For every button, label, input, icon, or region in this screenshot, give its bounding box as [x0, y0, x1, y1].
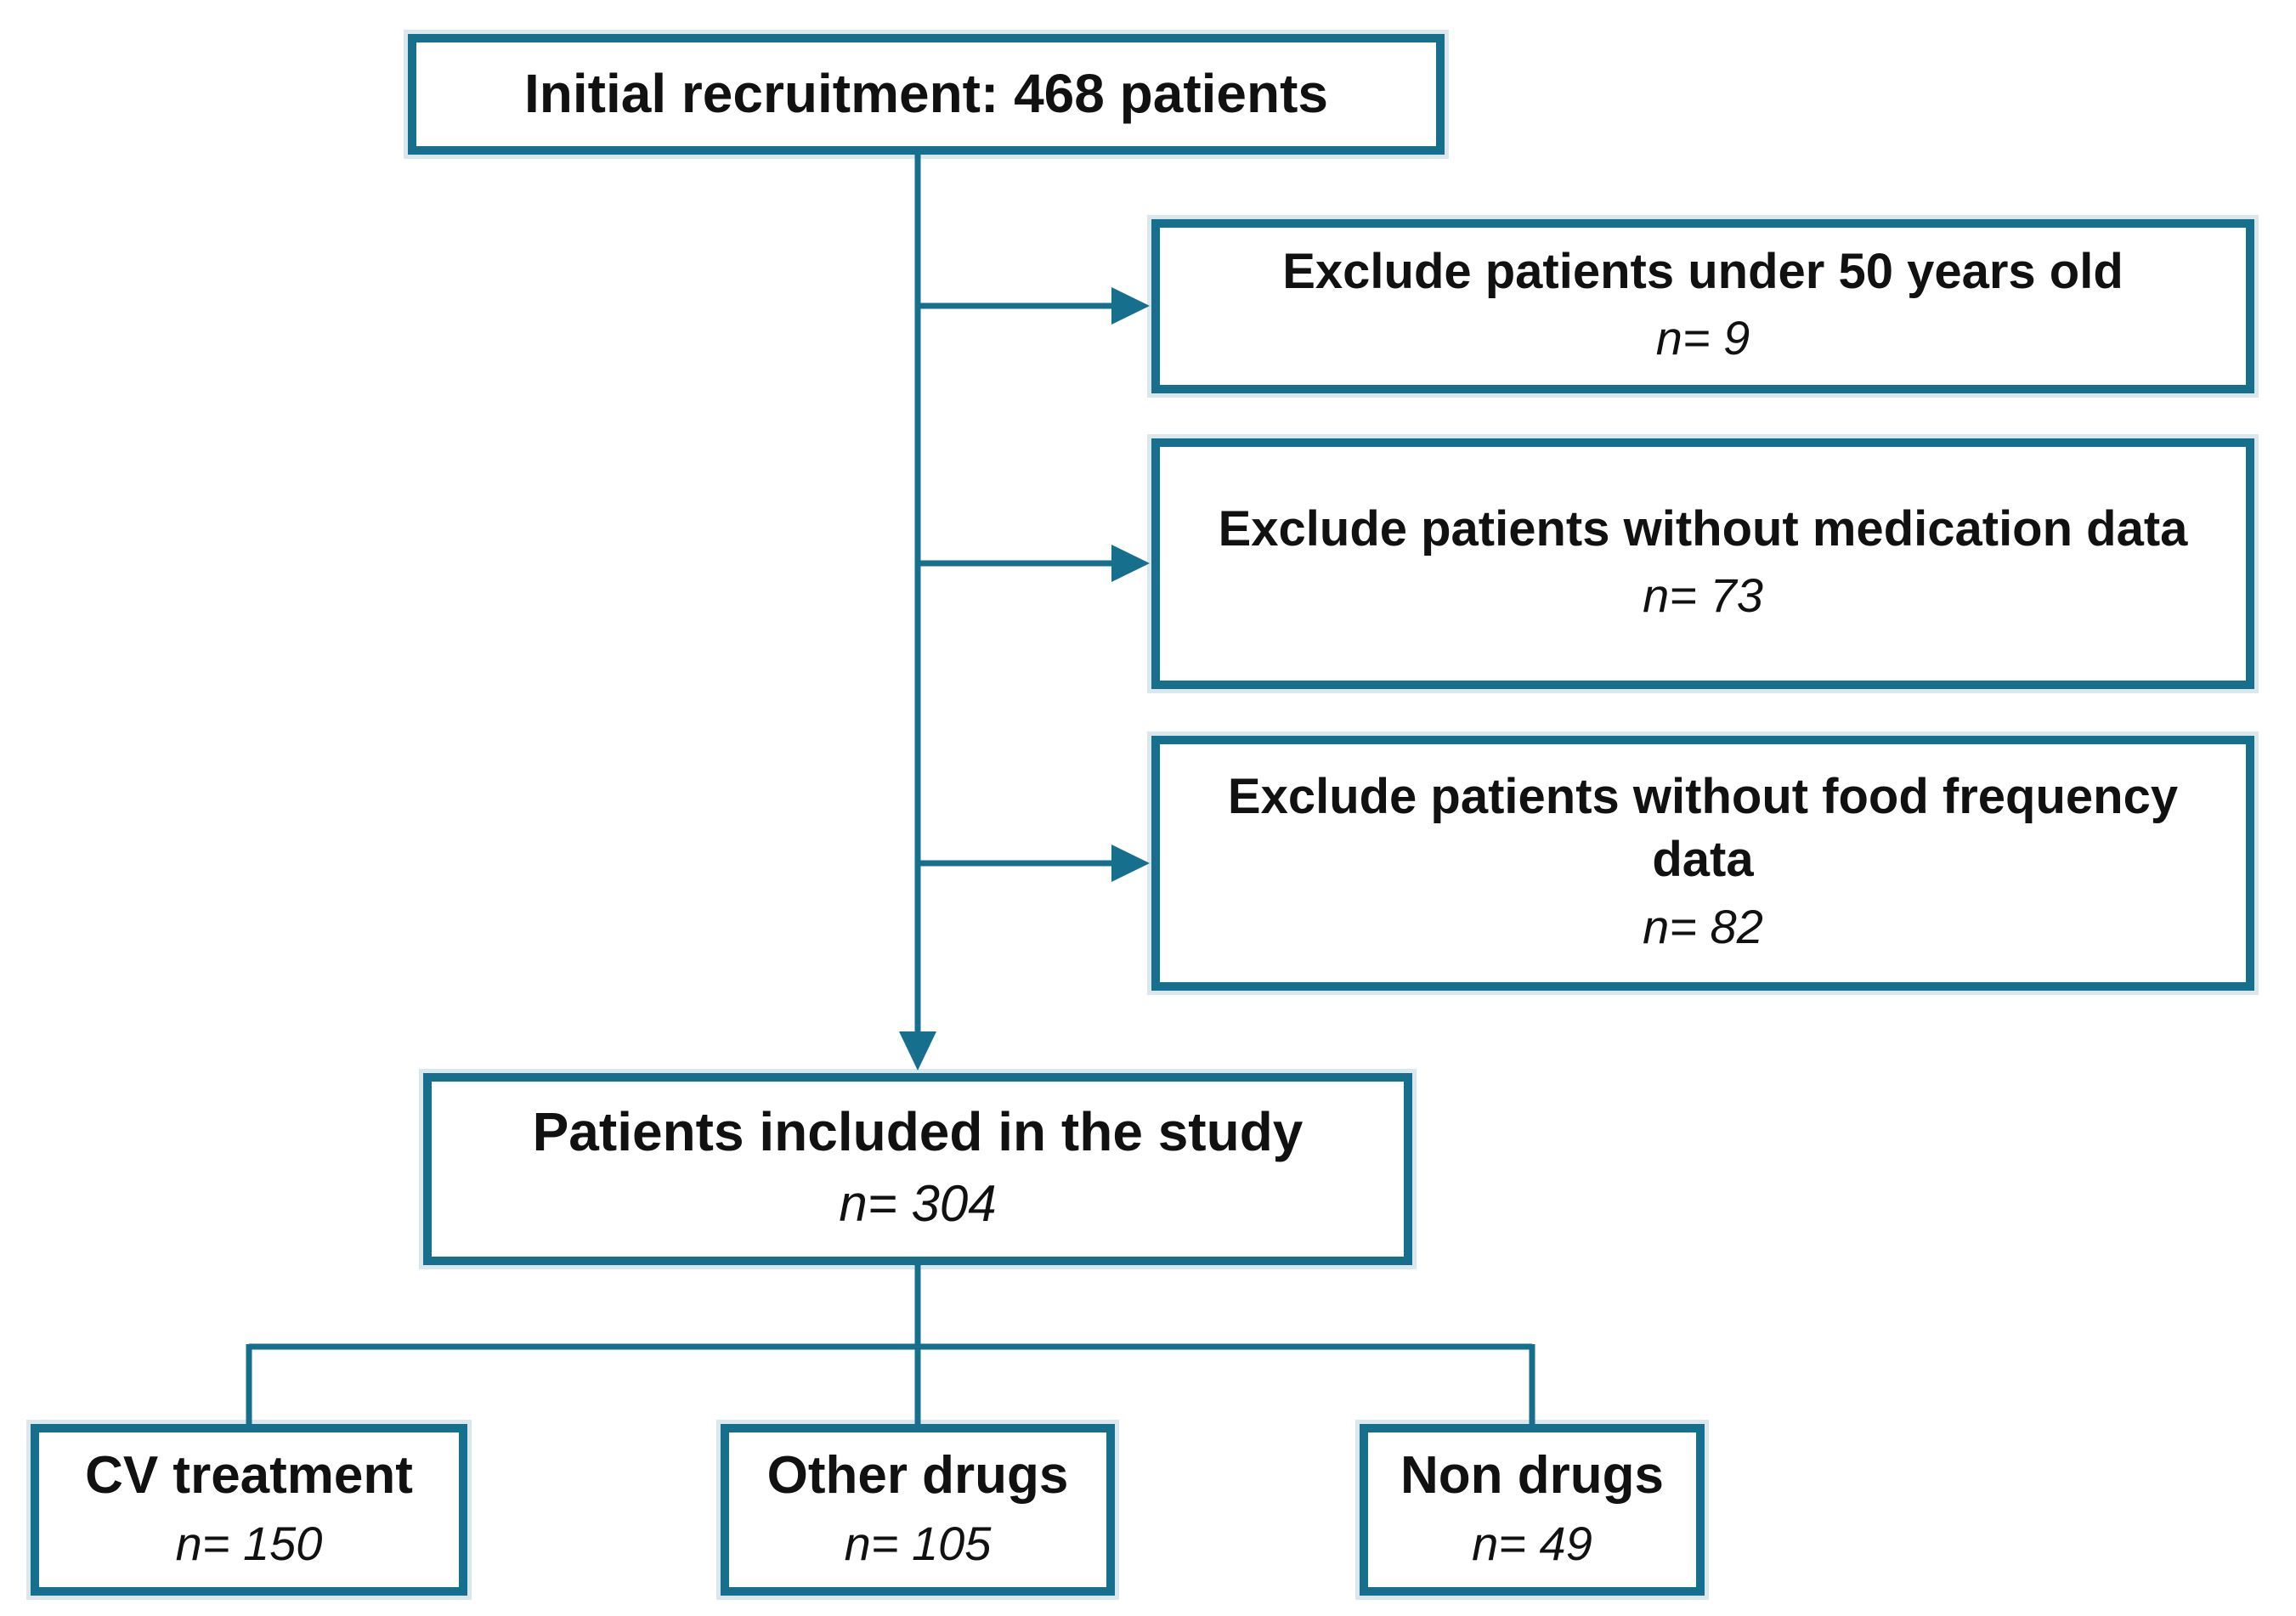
node-title: Non drugs [1400, 1445, 1664, 1505]
node-n-count: n= 150 [175, 1517, 323, 1571]
node-title: Exclude patients under 50 years old [1282, 243, 2124, 299]
node-title: Patients included in the study [532, 1100, 1304, 1162]
node-n-count: n= 82 [1643, 899, 1763, 953]
node-other-drugs: Other drugs n= 105 [721, 1424, 1115, 1596]
node-non-drugs: Non drugs n= 49 [1360, 1424, 1705, 1596]
node-n-count: n= 304 [839, 1175, 997, 1233]
node-n-count: n= 73 [1643, 568, 1763, 623]
node-n-count: n= 49 [1472, 1517, 1592, 1571]
node-exclude-no-medication-data: Exclude patients without medication data… [1151, 438, 2254, 689]
node-n-count: n= 9 [1655, 311, 1750, 365]
node-n-count: n= 105 [844, 1517, 992, 1571]
right-arrowhead-3-icon [1111, 845, 1150, 882]
node-patients-included: Patients included in the study n= 304 [423, 1073, 1412, 1265]
node-exclude-under-50: Exclude patients under 50 years old n= 9 [1151, 219, 2254, 393]
right-arrowhead-1-icon [1111, 287, 1150, 325]
node-title: Other drugs [766, 1445, 1069, 1505]
node-title: CV treatment [85, 1445, 413, 1505]
node-initial-recruitment: Initial recruitment: 468 patients [408, 34, 1445, 155]
node-title: Exclude patients without food frequency … [1227, 769, 2179, 888]
node-title: Exclude patients without medication data [1218, 500, 2188, 557]
node-cv-treatment: CV treatment n= 150 [31, 1424, 467, 1596]
down-arrowhead-icon [899, 1031, 936, 1071]
node-title: Initial recruitment: 468 patients [523, 63, 1329, 125]
node-exclude-no-food-frequency-data: Exclude patients without food frequency … [1151, 736, 2254, 991]
right-arrowhead-2-icon [1111, 545, 1150, 582]
